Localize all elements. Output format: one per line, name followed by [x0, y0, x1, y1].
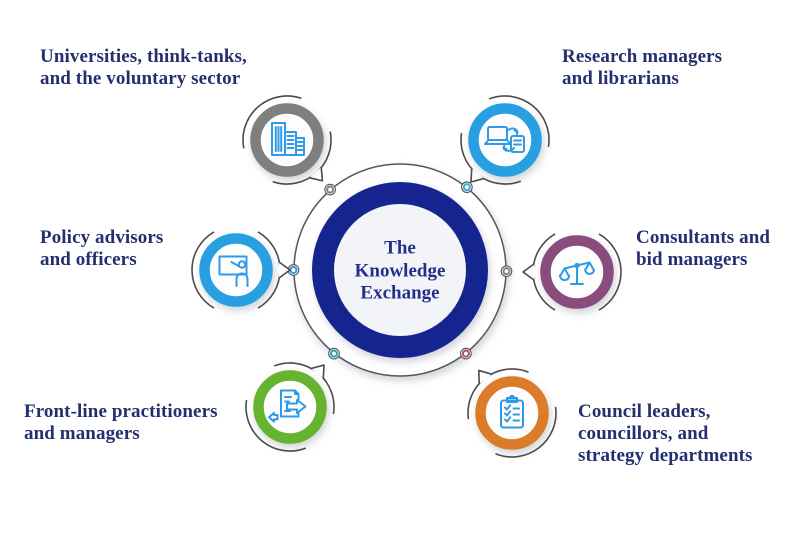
dot-ring [461, 349, 470, 358]
laptop-document-exchange-icon [484, 126, 525, 153]
label-research: Research managers and librarians [562, 46, 723, 89]
arc-pointer [308, 167, 324, 182]
node-ring [475, 376, 549, 450]
label-frontline: Front-line practitioners and managers [24, 401, 218, 444]
cycle-arc [242, 95, 332, 185]
arc-pointer [278, 261, 291, 279]
cycle-arc [245, 362, 335, 452]
arc-pointer [477, 369, 493, 385]
hub-node [293, 163, 507, 377]
connector-dot-consultants [500, 265, 513, 278]
dot-ring [462, 183, 471, 192]
arc-pointer [522, 263, 535, 281]
connector-dot-universities [324, 183, 336, 196]
node-research [460, 95, 550, 185]
node-ring [199, 233, 273, 307]
cycle-arc [467, 368, 557, 458]
cycle-arc [460, 95, 550, 185]
presentation-icon [218, 255, 249, 287]
node-frontline [245, 362, 335, 452]
connector-dot-research [461, 181, 473, 194]
label-universities: Universities, think-tanks, and the volun… [40, 46, 247, 89]
dot-ring [502, 267, 511, 276]
document-arrows-icon [268, 389, 307, 423]
label-policy: Policy advisors and officers [40, 227, 164, 270]
node-universities [242, 95, 332, 185]
node-policy [191, 225, 291, 315]
connector-dot-frontline [328, 347, 340, 360]
label-consultants: Consultants and bid managers [636, 227, 771, 270]
hub-title: The Knowledge Exchange [354, 237, 446, 304]
connector-dot-council [460, 347, 472, 360]
node-council [467, 368, 557, 458]
cycle-arc [522, 227, 622, 317]
buildings-icon [271, 122, 305, 156]
arc-pointer [470, 168, 485, 183]
arc-pointer [310, 364, 325, 379]
clipboard-checklist-icon [500, 394, 524, 429]
label-council: Council leaders, councillors, and strate… [578, 401, 753, 466]
node-consultants [522, 227, 622, 317]
dot-ring [329, 349, 339, 358]
hub-ring [312, 182, 488, 358]
scales-icon [559, 261, 595, 285]
cycle-arc [191, 225, 291, 315]
dot-ring [326, 185, 335, 194]
